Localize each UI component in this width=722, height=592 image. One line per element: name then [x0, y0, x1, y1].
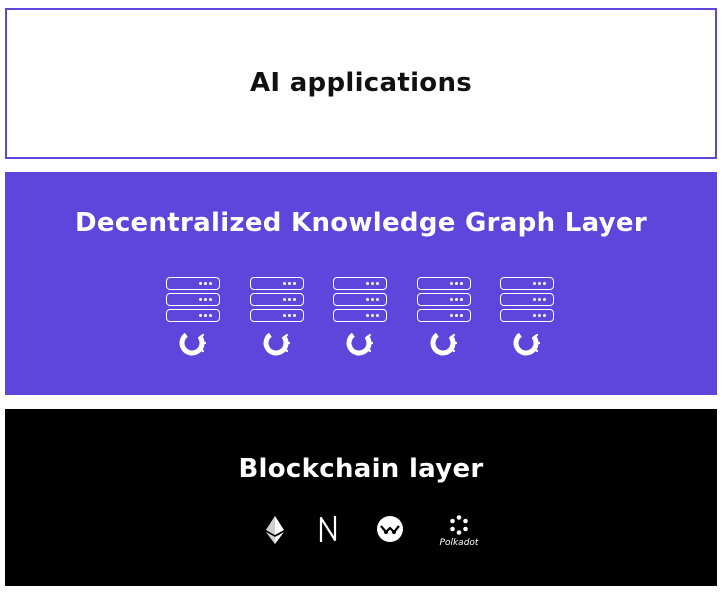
server-unit [166, 277, 220, 290]
dkg-node [166, 277, 222, 356]
server-unit [166, 293, 220, 306]
polkadot-icon [450, 515, 468, 535]
ai-applications-title: AI applications [249, 68, 473, 98]
server-unit [333, 277, 387, 290]
server-unit [249, 309, 304, 322]
server-stack-icon [416, 277, 473, 322]
ethereum-icon [266, 516, 284, 544]
dkg-node [416, 277, 473, 356]
server-unit [500, 293, 554, 306]
server-stack-icon [166, 277, 222, 322]
dkg-layer-title: Decentralized Knowledge Graph Layer [75, 208, 647, 238]
ai-applications-layer: AI applications [5, 8, 717, 159]
server-unit [416, 293, 471, 306]
origintrail-node-icon [346, 330, 373, 356]
dkg-node [333, 277, 389, 356]
polkadot-label: Polkadot [439, 538, 479, 548]
server-unit [166, 309, 220, 322]
near-icon [319, 516, 337, 542]
origintrail-node-icon [430, 330, 457, 356]
server-stack-icon [249, 277, 306, 322]
server-unit [416, 309, 471, 322]
server-stack-icon [333, 277, 389, 322]
server-unit [416, 277, 471, 290]
server-unit [249, 277, 304, 290]
blockchain-layer-title: Blockchain layer [238, 454, 484, 484]
dkg-node [249, 277, 306, 356]
origintrail-node-icon [179, 330, 206, 356]
server-stack-icon [500, 277, 556, 322]
gnosis-icon [377, 516, 403, 542]
server-unit [333, 293, 387, 306]
server-unit [500, 309, 554, 322]
polkadot-logo: Polkadot [434, 515, 484, 548]
dkg-layer: Decentralized Knowledge Graph Layer [5, 172, 717, 395]
server-unit [249, 293, 304, 306]
server-unit [500, 277, 554, 290]
blockchain-layer: Blockchain layer Polkadot [5, 409, 717, 586]
origintrail-node-icon [263, 330, 290, 356]
server-unit [333, 309, 387, 322]
dkg-node [500, 277, 556, 356]
origintrail-node-icon [513, 330, 540, 356]
